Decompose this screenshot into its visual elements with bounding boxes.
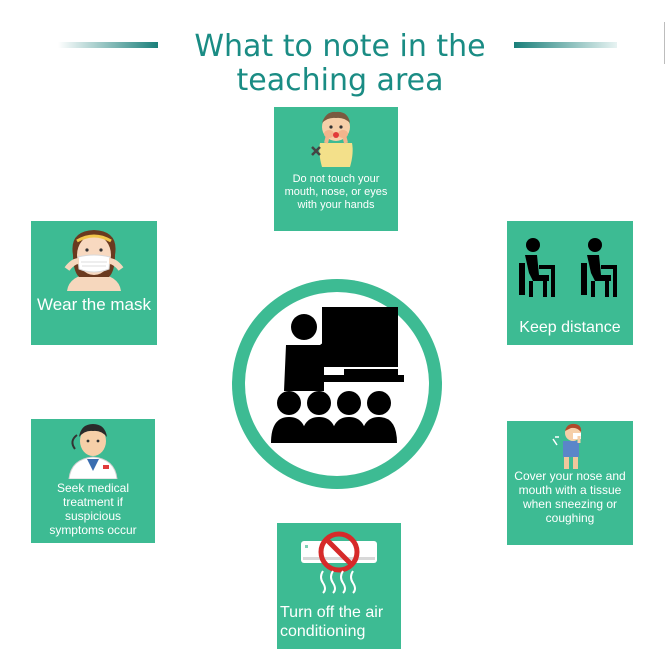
doctor-icon (68, 424, 118, 479)
card-cover-tissue-label: Cover your nose and mouth with a tissue … (514, 469, 626, 525)
title-line-2: teaching area (236, 63, 444, 98)
teacher-classroom-icon (232, 279, 442, 489)
card-cover-tissue: Cover your nose and mouth with a tissue … (507, 421, 633, 545)
page-title: What to note in the teaching area (180, 30, 500, 98)
child-touching-face-icon (311, 111, 353, 167)
card-air-conditioning-label: Turn off the air conditioning (280, 604, 384, 640)
card-seek-medical-label: Seek medical treatment if suspicious sym… (49, 481, 137, 537)
card-wear-mask-label: Wear the mask (36, 295, 151, 314)
card-air-conditioning: Turn off the air conditioning (277, 523, 401, 649)
card-keep-distance-label: Keep distance (519, 319, 621, 336)
card-keep-distance: Keep distance (507, 221, 633, 345)
card-no-touch-face: Do not touch your mouth, nose, or eyes w… (274, 107, 398, 231)
title-line-1: What to note in the (194, 29, 486, 64)
title-decoration-right (514, 42, 617, 48)
title-decoration-left (58, 42, 158, 48)
card-no-touch-face-label: Do not touch your mouth, nose, or eyes w… (284, 173, 388, 211)
edge-divider (664, 22, 665, 64)
boy-sneezing-icon (552, 423, 582, 469)
card-wear-mask: Wear the mask (31, 221, 157, 345)
card-seek-medical: Seek medical treatment if suspicious sym… (31, 419, 155, 543)
woman-wearing-mask-icon (64, 230, 124, 291)
two-seated-students-icon (519, 238, 617, 297)
no-air-conditioner-icon (301, 531, 377, 594)
